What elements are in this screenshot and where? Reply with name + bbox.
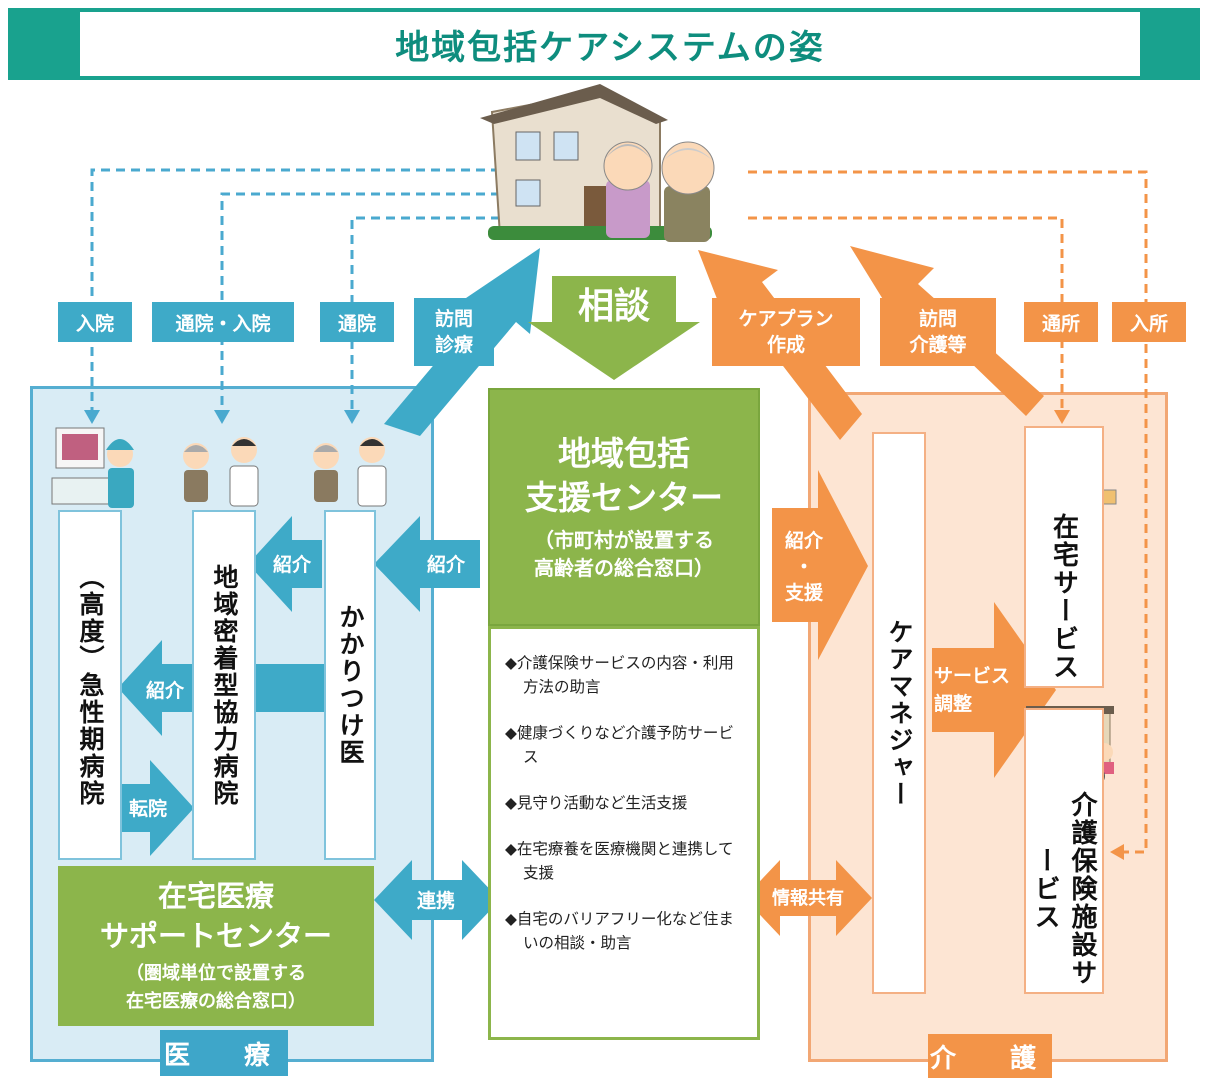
referral-support-arrow bbox=[772, 470, 868, 660]
referral-arrow-2 bbox=[248, 516, 322, 612]
consult-label: 相談 bbox=[577, 286, 650, 327]
info-sharing-arrow bbox=[744, 860, 872, 936]
home-service-column: 在宅サービス bbox=[1024, 426, 1104, 688]
transfer-arrow bbox=[118, 760, 194, 856]
center-title-line2: 支援センター bbox=[525, 478, 723, 517]
care-manager-column: ケアマネジャー bbox=[872, 432, 926, 994]
service-adjust-line1: サービス bbox=[934, 665, 1011, 687]
facility-service-label: 介護保険施設サービス bbox=[1030, 791, 1097, 987]
list-item: ◆健康づくりなど介護予防サービス bbox=[505, 724, 734, 766]
tag-home-visit-care-line1: 訪問 bbox=[434, 308, 473, 330]
referral-support-line3: 支援 bbox=[784, 582, 823, 604]
tag-careplan: ケアプラン 作成 bbox=[712, 298, 860, 366]
center-sub-line2: 高齢者の総合窓口） bbox=[534, 556, 714, 580]
support-title-line1: 在宅医療 bbox=[157, 879, 274, 913]
referral-label-1: 紹介 bbox=[426, 553, 465, 576]
referral-support-label: 紹介 ・ 支援 bbox=[774, 524, 834, 610]
community-hospital-column: 地域密着型協力病院 bbox=[192, 510, 256, 860]
community-hospital-label: 地域密着型協力病院 bbox=[210, 563, 239, 807]
tag-visit-nursing-line2: 介護等 bbox=[909, 334, 967, 356]
family-doctor-label: かかりつけ医 bbox=[336, 604, 365, 766]
doctor-patient-icon-2 bbox=[313, 437, 387, 507]
list-item: ◆自宅のバリアフリー化など住まいの相談・助言 bbox=[505, 910, 734, 952]
referral-arrow-1 bbox=[374, 516, 480, 612]
service-adjust-label: サービス 調整 bbox=[934, 662, 1034, 722]
referral-label-2: 紹介 bbox=[272, 553, 311, 576]
dashed-care-links bbox=[748, 170, 1148, 854]
tag-visit-nursing-line1: 訪問 bbox=[918, 308, 957, 330]
care-region-label: 介 護 bbox=[928, 1034, 1052, 1078]
tag-day-service: 通所 bbox=[1024, 302, 1098, 342]
center-title-line1: 地域包括 bbox=[558, 434, 690, 473]
cooperation-label: 連携 bbox=[416, 889, 455, 912]
family-doctor-column: かかりつけ医 bbox=[324, 510, 376, 860]
service-adjust-line2: 調整 bbox=[934, 693, 973, 715]
list-item: ◆見守り活動など生活支援 bbox=[505, 794, 688, 812]
tag-admission: 入所 bbox=[1112, 302, 1186, 342]
acute-hospital-column: （高度）急性期病院 bbox=[58, 510, 122, 860]
transfer-label: 転院 bbox=[128, 797, 167, 820]
tag-home-visit-care: 訪問 診療 bbox=[414, 298, 494, 366]
list-item: ◆介護保険サービスの内容・利用方法の助言 bbox=[505, 654, 734, 696]
info-sharing-label: 情報共有 bbox=[772, 888, 844, 909]
referral-support-line1: 紹介 bbox=[784, 530, 823, 552]
consult-arrow bbox=[528, 276, 700, 380]
page-title: 地域包括ケアシステムの姿 bbox=[80, 12, 1140, 76]
tag-careplan-line1: ケアプラン bbox=[738, 308, 834, 330]
support-title-line2: サポートセンター bbox=[99, 919, 332, 953]
tag-outpatient: 通院 bbox=[320, 302, 394, 342]
home-service-label: 在宅サービス bbox=[1048, 513, 1079, 681]
cooperation-arrow bbox=[374, 860, 500, 940]
center-sub-line1: （市町村が設置する bbox=[534, 528, 714, 552]
tag-careplan-line2: 作成 bbox=[766, 334, 805, 356]
elderly-couple-icon bbox=[603, 141, 715, 242]
facility-service-column: 介護保険施設サービス bbox=[1024, 708, 1104, 994]
home-medical-support-center: 在宅医療 サポートセンター （圏域単位で設置する 在宅医療の総合窓口） bbox=[58, 866, 374, 1026]
support-sub-line2: 在宅医療の総合窓口） bbox=[126, 991, 306, 1012]
tag-visit-nursing: 訪問 介護等 bbox=[880, 298, 996, 366]
referral-label-3: 紹介 bbox=[145, 679, 184, 702]
referral-support-line2: ・ bbox=[794, 556, 814, 578]
endoscopy-doctor-icon bbox=[51, 427, 134, 508]
tag-outpatient-inpatient: 通院・入院 bbox=[152, 302, 294, 342]
acute-hospital-label: （高度）急性期病院 bbox=[76, 563, 105, 807]
community-support-center: 地域包括 支援センター （市町村が設置する 高齢者の総合窓口） bbox=[488, 388, 760, 626]
care-manager-label: ケアマネジャー bbox=[885, 618, 914, 808]
tag-home-visit-care-line2: 診療 bbox=[434, 334, 473, 356]
doctor-patient-icon-1 bbox=[183, 437, 259, 507]
tag-hospitalization: 入院 bbox=[58, 302, 132, 342]
medical-region-label: 医 療 bbox=[160, 1030, 288, 1076]
list-item: ◆在宅療養を医療機関と連携して支援 bbox=[505, 840, 734, 882]
center-services-list: ◆介護保険サービスの内容・利用方法の助言 ◆健康づくりなど介護予防サービス ◆見… bbox=[488, 626, 760, 1040]
support-sub-line1: （圏域単位で設置する bbox=[126, 963, 306, 984]
